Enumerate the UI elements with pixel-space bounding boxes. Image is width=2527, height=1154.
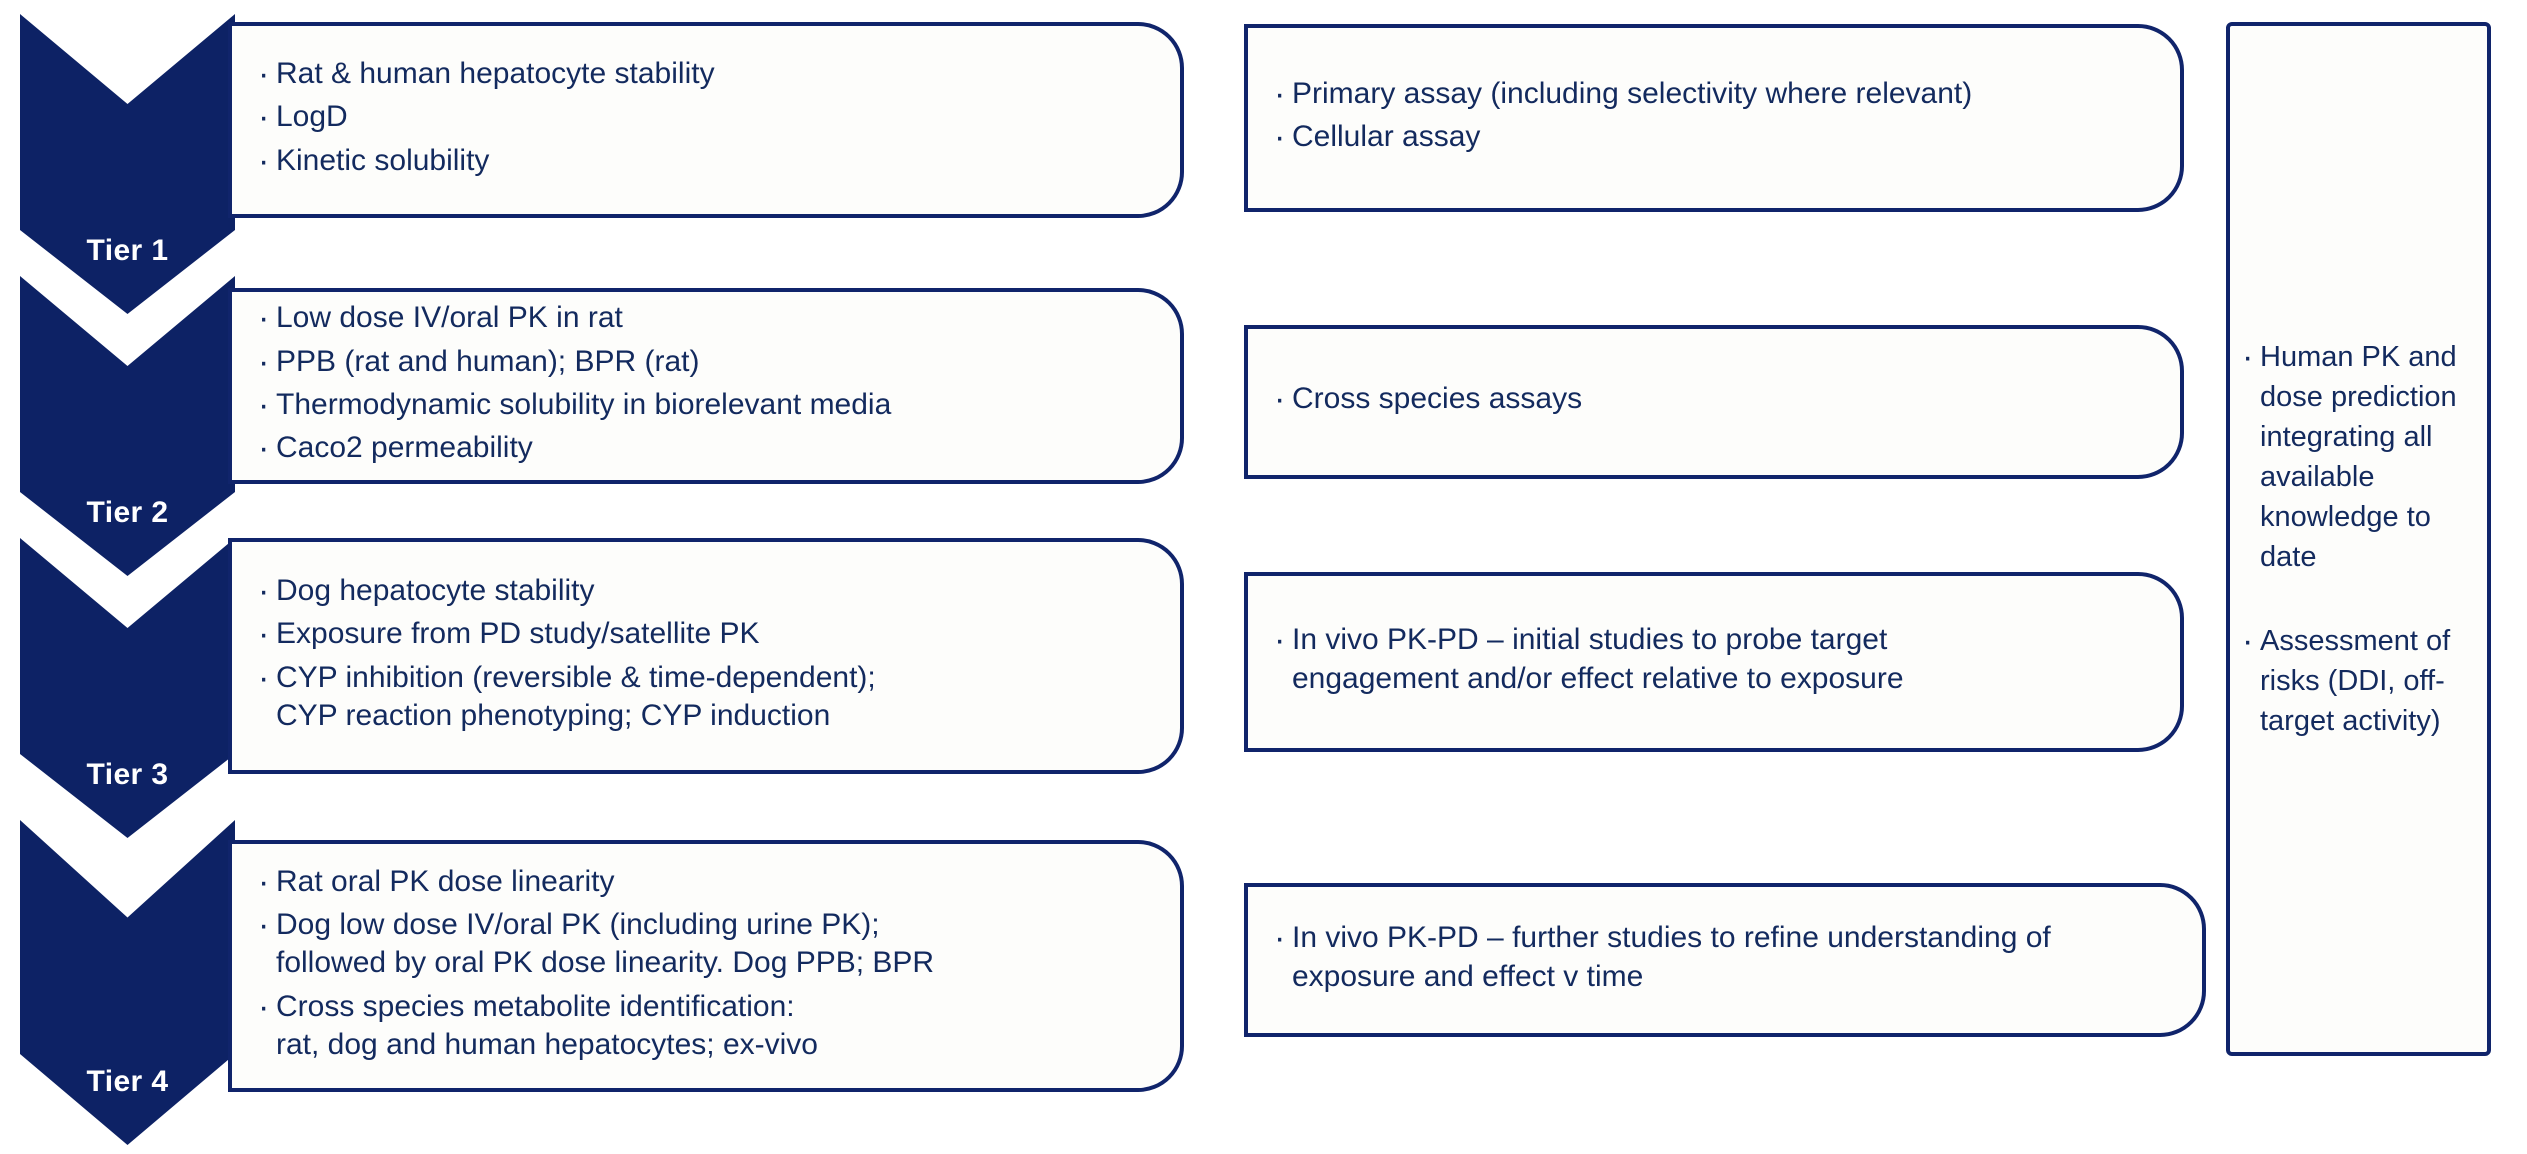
bullet-item: Assessment of risks (DDI, off-target act… <box>2242 620 2479 741</box>
bullet-item: Low dose IV/oral PK in rat <box>254 297 1180 341</box>
bullet-item: Cross species metabolite identification:… <box>254 986 1180 1065</box>
tier-chevron-label: Tier 4 <box>86 1065 169 1098</box>
bullet-list: Rat oral PK dose linearity Dog low dose … <box>254 860 1180 1070</box>
bullet-list: In vivo PK-PD – further studies to refin… <box>1270 917 2202 1001</box>
pharmacology-card-tier-4[interactable]: In vivo PK-PD – further studies to refin… <box>1244 883 2206 1037</box>
dmpk-card-tier-4[interactable]: Rat oral PK dose linearity Dog low dose … <box>228 840 1184 1092</box>
dmpk-card-tier-3[interactable]: Dog hepatocyte stability Exposure from P… <box>228 538 1184 774</box>
bullet-item: Dog low dose IV/oral PK (including urine… <box>254 904 1180 983</box>
bullet-item: Dog hepatocyte stability <box>254 570 1180 614</box>
tier-chevron-label: Tier 1 <box>86 234 169 267</box>
bullet-item: PPB (rat and human); BPR (rat) <box>254 341 1180 385</box>
bullet-list: Rat & human hepatocyte stability LogD Ki… <box>254 53 1180 185</box>
bullet-item: Cellular assay <box>1270 116 2180 160</box>
bullet-item: Rat oral PK dose linearity <box>254 860 1180 904</box>
bullet-item: Exposure from PD study/satellite PK <box>254 613 1180 657</box>
bullet-item: Rat & human hepatocyte stability <box>254 53 1180 97</box>
bullet-list: Primary assay (including selectivity whe… <box>1270 73 2180 162</box>
dmpk-card-tier-1[interactable]: Rat & human hepatocyte stability LogD Ki… <box>228 22 1184 218</box>
bullet-list: Low dose IV/oral PK in rat PPB (rat and … <box>254 297 1180 473</box>
tier-chevron-2[interactable]: Tier 2 <box>20 276 235 576</box>
tier-chevron-column: Tier 1 Tier 2 Tier 3 Tier 4 <box>20 14 235 1145</box>
translational-prediction-card[interactable]: Human PK and dose prediction integrating… <box>2226 22 2491 1056</box>
bullet-item: Cross species assays <box>1270 378 2180 422</box>
tier-chevron-1[interactable]: Tier 1 <box>20 14 235 314</box>
bullet-item: LogD <box>254 96 1180 140</box>
pharmacology-card-tier-2[interactable]: Cross species assays <box>1244 325 2184 479</box>
tier-chevron-label: Tier 3 <box>86 758 169 791</box>
pharmacology-card-tier-3[interactable]: In vivo PK-PD – initial studies to probe… <box>1244 572 2184 752</box>
bullet-item: Caco2 permeability <box>254 427 1180 471</box>
pharmacology-card-tier-1[interactable]: Primary assay (including selectivity whe… <box>1244 24 2184 212</box>
tier-chevron-label: Tier 2 <box>86 496 169 529</box>
bullet-list: Cross species assays <box>1270 378 2180 423</box>
tier-chevron-4[interactable]: Tier 4 <box>20 820 235 1145</box>
bullet-item: Primary assay (including selectivity whe… <box>1270 73 2180 117</box>
bullet-list: Human PK and dose prediction integrating… <box>2242 336 2479 741</box>
bullet-item: In vivo PK-PD – further studies to refin… <box>1270 917 2202 996</box>
bullet-list: Dog hepatocyte stability Exposure from P… <box>254 570 1180 741</box>
bullet-item: Thermodynamic solubility in biorelevant … <box>254 384 1180 428</box>
dmpk-card-tier-2[interactable]: Low dose IV/oral PK in rat PPB (rat and … <box>228 288 1184 484</box>
bullet-item: CYP inhibition (reversible & time-depend… <box>254 657 1180 736</box>
bullet-list: In vivo PK-PD – initial studies to probe… <box>1270 619 2180 703</box>
tier-chevron-3[interactable]: Tier 3 <box>20 538 235 838</box>
bullet-item: In vivo PK-PD – initial studies to probe… <box>1270 619 2180 698</box>
bullet-item: Human PK and dose prediction integrating… <box>2242 336 2479 577</box>
bullet-item: Kinetic solubility <box>254 140 1180 184</box>
